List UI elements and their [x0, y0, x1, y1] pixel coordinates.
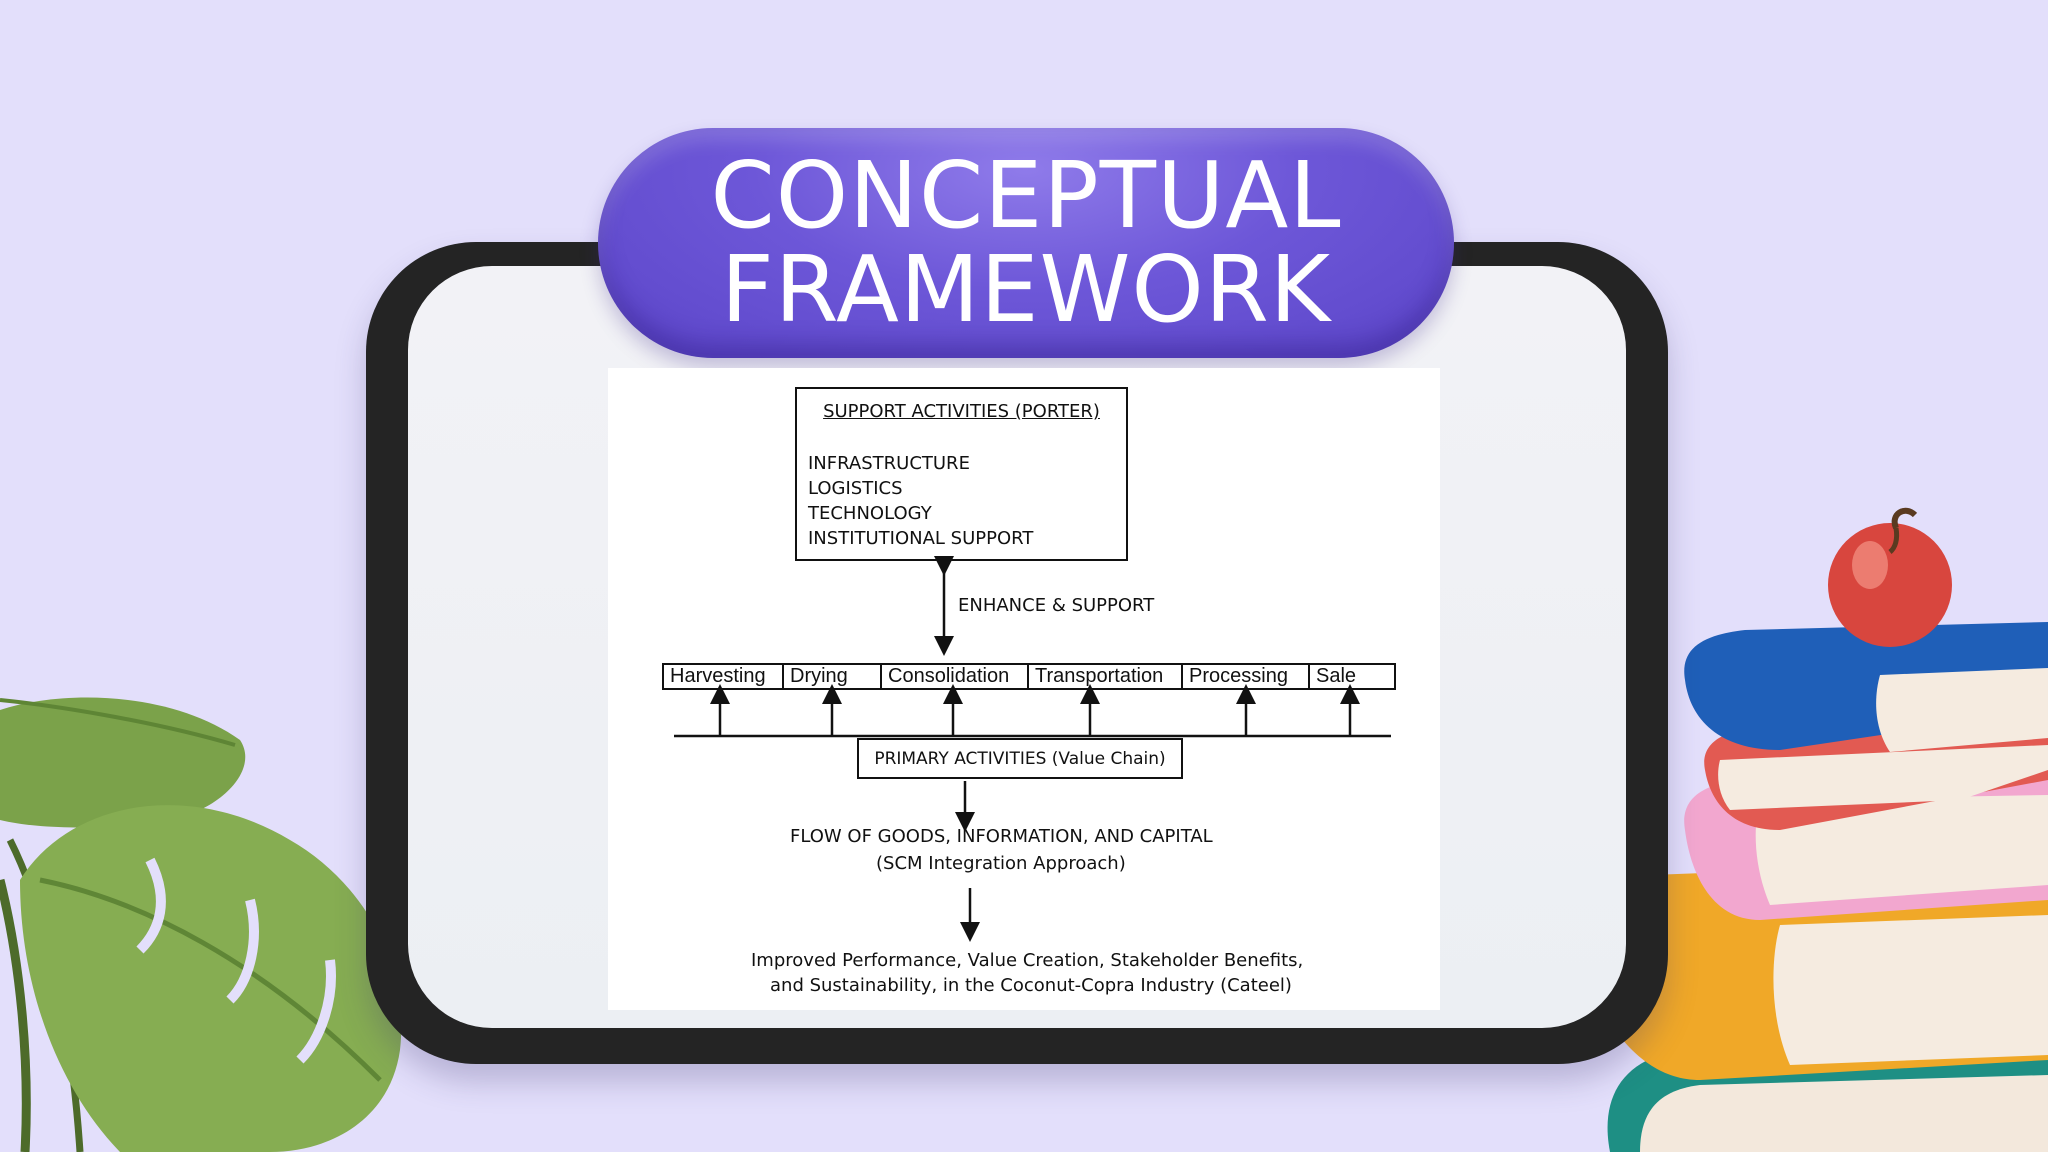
chain-step-processing: Processing: [1183, 665, 1310, 688]
chain-step-harvesting: Harvesting: [664, 665, 784, 688]
outcome-line1: Improved Performance, Value Creation, St…: [751, 950, 1304, 971]
support-item: INSTITUTIONAL SUPPORT: [808, 528, 1034, 549]
title-line-1: CONCEPTUAL: [710, 142, 1342, 249]
title-banner: CONCEPTUAL FRAMEWORK: [598, 128, 1454, 358]
primary-activities-box: PRIMARY ACTIVITIES (Value Chain): [857, 738, 1183, 779]
flow-label-line1: FLOW OF GOODS, INFORMATION, AND CAPITAL: [790, 826, 1213, 847]
enhance-support-label: ENHANCE & SUPPORT: [958, 595, 1155, 616]
support-list: INFRASTRUCTURE LOGISTICS TECHNOLOGY INST…: [808, 451, 1033, 551]
chain-step-transportation: Transportation: [1029, 665, 1183, 688]
title-line-2: FRAMEWORK: [720, 236, 1332, 343]
outcome-line2: and Sustainability, in the Coconut-Copra…: [770, 975, 1292, 996]
value-chain-row: Harvesting Drying Consolidation Transpor…: [662, 663, 1396, 690]
flow-label-line2: (SCM Integration Approach): [876, 853, 1126, 874]
support-item: INFRASTRUCTURE: [808, 453, 970, 474]
chain-step-sale: Sale: [1316, 665, 1357, 687]
support-item: LOGISTICS: [808, 478, 903, 499]
support-activities-box: SUPPORT ACTIVITIES (PORTER) INFRASTRUCTU…: [795, 387, 1128, 561]
support-heading: SUPPORT ACTIVITIES (PORTER): [823, 401, 1100, 422]
chain-step-consolidation: Consolidation: [882, 665, 1029, 688]
chain-step-drying: Drying: [784, 665, 882, 688]
support-item: TECHNOLOGY: [808, 503, 932, 524]
